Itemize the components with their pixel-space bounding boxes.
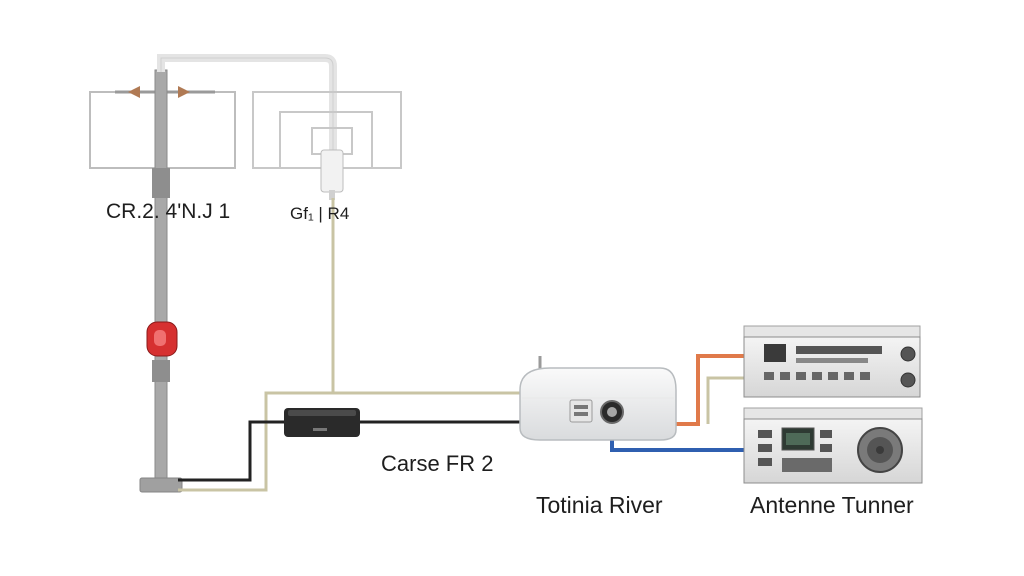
receiver-label: Totinia River xyxy=(536,492,663,518)
mast-clamp xyxy=(152,360,170,382)
tuner-button xyxy=(820,444,832,452)
receiver-panel xyxy=(569,399,593,423)
equipment-button xyxy=(828,372,838,380)
antenna-2-label: Gf₁ | R4 xyxy=(290,204,350,223)
equipment-slot xyxy=(796,346,882,354)
mast-pole xyxy=(154,69,168,491)
equipment-button xyxy=(844,372,854,380)
equipment-unit-upper-top xyxy=(743,325,921,339)
equipment-button xyxy=(812,372,822,380)
knob-icon xyxy=(900,346,916,362)
tuner-button xyxy=(758,430,772,438)
equipment-slot xyxy=(796,358,868,363)
arrow-icon xyxy=(178,86,190,98)
overhead-pipe xyxy=(157,54,337,150)
splitter-label: Carse FR 2 xyxy=(381,451,494,476)
coax-cable-tan xyxy=(331,198,520,395)
mast-base xyxy=(139,477,183,493)
coax-cable-orange xyxy=(676,354,744,426)
receiver-unit xyxy=(519,367,677,441)
tuner-button xyxy=(820,430,832,438)
equipment-button xyxy=(764,372,774,380)
splitter-port xyxy=(313,428,327,431)
warning-knob-highlight xyxy=(154,330,166,346)
arrow-icon xyxy=(128,86,140,98)
coax-cable-black xyxy=(178,420,286,482)
coax-cable-tan xyxy=(706,376,744,424)
equipment-button xyxy=(796,372,806,380)
connector-tip xyxy=(329,190,335,200)
tuner-strip xyxy=(782,458,832,472)
tuner-label: Antenne Tunner xyxy=(750,492,914,518)
equipment-button xyxy=(860,372,870,380)
coax-cable-tan xyxy=(178,391,333,492)
equipment-screen xyxy=(764,344,786,362)
mast-clamp xyxy=(152,168,170,198)
tuner-button xyxy=(758,458,772,466)
knob-icon xyxy=(900,372,916,388)
tuner-button xyxy=(758,444,772,452)
antenna-1-label: CR.2. 4'N.J 1 xyxy=(106,200,231,223)
equipment-unit-lower-top xyxy=(743,407,923,421)
lnb-connector xyxy=(320,149,344,193)
equipment-button xyxy=(780,372,790,380)
